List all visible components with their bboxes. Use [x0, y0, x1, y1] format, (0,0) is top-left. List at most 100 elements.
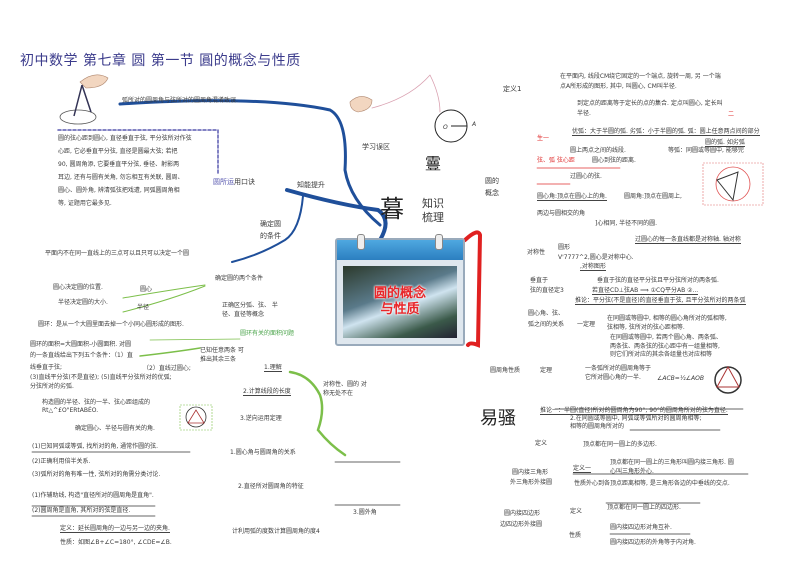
ring-icon: [357, 234, 365, 250]
text-node: 正确区分弧、弦、 半: [222, 302, 278, 309]
mnemonic-line: 等, 证题用它最多见.: [58, 200, 112, 207]
learning-mistakes-label: 学习误区: [362, 143, 390, 151]
separator-lines: [31, 451, 401, 517]
text-node: 圆心到弦的距离.: [592, 157, 636, 164]
text-node: 等弧：同圆或等圆中, 能够完: [668, 147, 744, 154]
text-node: 弦相等, 弦所对的弦心距相等.: [607, 324, 685, 331]
text-node: 3.逆向运用定理: [240, 415, 282, 422]
text-node: 垂直于: [530, 277, 549, 284]
center-calendar-image: 圆的概念 与性质: [335, 234, 465, 346]
text-node: 在同圆或等圆中, 若两个圆心角、两条弧、: [610, 334, 722, 341]
text-node: 圆内接四边形对角互补.: [610, 524, 672, 531]
text-node: 径、直径等概念: [222, 311, 265, 318]
text-node: 构造圆的半径、弦的一半、弦心距组成的: [42, 399, 151, 406]
text-node: 圆上两点之间的线段.: [570, 147, 626, 154]
branch-determine-circle: [231, 195, 304, 263]
char-top: 霻: [425, 154, 442, 173]
text-node: 圆环的面积=大圆面积-小圆面积. 对圆: [30, 341, 132, 348]
text-node: V'7777^2,圆心是对称中心.: [558, 254, 634, 261]
text-node: 圆形: [558, 244, 571, 251]
branch-concept: [463, 230, 483, 348]
text-node: 2.计算线段的长度: [243, 388, 291, 396]
text-node: 确定圆心、半径与圆有关的角.: [75, 425, 155, 432]
text-node: 1.理解: [264, 364, 282, 372]
text-node: 圆心角:顶点在圆心上的角.: [537, 193, 607, 201]
text-node: 定义一: [573, 465, 592, 473]
text-node: 在平面内, 线段CM绕它固定的一个端点, 旋转一周, 另 一个端: [560, 73, 721, 80]
text-node: 弧之间的关系: [528, 321, 565, 328]
mnemonic-line: 圆心、圆外角, 辨清弧弦把戏遭, 同弧圆周角相: [58, 187, 180, 194]
hand-line: [371, 74, 441, 113]
text-node: 性质: [569, 532, 582, 539]
text-node: 顶点都在同一圆上的三角形叫圆内接三角形. 圆: [610, 459, 734, 466]
text-node: 平面内不在同一直线上的三点可以且只可以决定一个圆: [45, 250, 190, 257]
text-node: 定义：延长圆周角的一边与另一边的夹角.: [60, 525, 170, 533]
page-title: 初中数学 第七章 圆 第一节 圓的概念与性质: [20, 53, 301, 69]
text-node: 垂直于弦的直径平分弦且平分弦所对的两条弧.: [597, 277, 719, 284]
text-node: 圆的: [485, 177, 499, 185]
text-node: (1)作辅助线, 构造"直径所对的圆周角是直角".: [32, 492, 154, 499]
text-node: (2)圆周角是直角, 其所对的弦是直径.: [32, 507, 131, 514]
text-node: 圆环：是从一个大圆里面去掉一个小同心圆形成的图形.: [38, 321, 184, 328]
text-node: 半径决定圆的大小.: [58, 299, 108, 306]
text-node: 顶点都在同一圆上的四边形.: [607, 504, 681, 511]
mnemonic-line: 圆的弦心距到圆心, 直径垂直于弦, 平分弦所对作弦: [58, 135, 192, 142]
branch-green-4: [149, 338, 241, 341]
text-node: 心叫三角形外心.: [610, 468, 654, 475]
text-node: 若直径CD⊥弦AB ⟹ ①CQ平分AB ②...: [592, 287, 699, 295]
text-node: 弦、弧 弦心距: [537, 157, 575, 164]
knowledge-label-2: 梳理: [422, 211, 444, 224]
text-node: (3)弧所对的角有唯一性, 弦所对的角需分类讨论.: [32, 471, 161, 478]
text-node: 过圆心的弦.: [570, 173, 602, 180]
text-node: 称无处不在: [323, 390, 354, 397]
inscribed-triangle-diagram: [702, 162, 764, 206]
calendar-title-line-1: 圆的概念: [373, 286, 426, 301]
branch-learning-mistakes: [118, 99, 382, 227]
compass-icon: [59, 74, 109, 125]
text-node: 概念: [485, 189, 499, 197]
hand-icon: [349, 96, 373, 113]
text-node: 推论：平分弦(不是直径)的直径垂直于弦, 且平分弦所对的两条弧: [575, 297, 746, 305]
char-main: 暮: [380, 195, 404, 223]
text-node: 则它们所对应的其余各组量也对应相等: [610, 351, 713, 358]
text-node: (3)直线平分弦(不是直径); (5)直线平分弦所对的优弧;: [30, 374, 172, 381]
text-node: 2.直径所对圆周角的特征: [238, 483, 304, 490]
text-node: 圆的弧. 如劣弧: [705, 139, 745, 147]
rt-triangle-diagram: [179, 404, 213, 431]
text-node: 圆内接三角形: [512, 469, 549, 476]
text-node: 外三角形外接圆: [510, 479, 553, 486]
text-node: 半径.: [577, 110, 591, 117]
branch-green-3: [139, 347, 201, 357]
text-node: (2)正确利用倍半关系.: [32, 458, 91, 465]
text-node: 圆内接四边形: [504, 510, 541, 517]
yisao-label: 易骚: [480, 408, 516, 429]
text-node: 已知任意两条 可: [200, 347, 244, 354]
text-node: 推出其余三条: [200, 356, 237, 363]
text-node: 线垂直于弦;: [30, 364, 63, 371]
text-node: 顶点都在同一圆上的多边形.: [583, 441, 657, 448]
text-node: 一定理: [577, 321, 596, 328]
branch-green-2: [122, 285, 206, 313]
text-node: （2）直线过圆心;: [143, 365, 191, 372]
branch-ability: [285, 188, 388, 242]
text-node: 定义1: [503, 85, 522, 93]
text-node: 弦的直径定3: [530, 287, 564, 294]
text-node: 圆周角:顶点在圆周上,: [624, 193, 682, 200]
dashed-box: [57, 129, 219, 176]
text-node: 确定圆的两个条件: [215, 275, 264, 282]
ring-icon: [435, 234, 443, 250]
text-node: 对称性、圆的 对: [323, 381, 367, 388]
branch-green-1: [122, 284, 206, 299]
mnemonic-line: 心距, 它必垂直平分弦, 直径是圆最大弦; 若把: [58, 148, 178, 155]
text-node: 1.圆心角与圆周角的关系: [230, 449, 296, 456]
circle-oa-diagram: [434, 109, 468, 143]
text-node: 圆心角、弦、: [528, 310, 565, 317]
text-node: 对称性: [527, 249, 546, 256]
text-node: 圆心: [140, 286, 153, 293]
text-node: 到定点的距离等于定长的点的集合. 定点叫圆心, 定长叫: [577, 100, 723, 107]
determine-circle-label-1: 确定圆: [260, 220, 281, 228]
text-node: 性质：如图∠B+∠C=180°, ∠CDE=∠B.: [60, 539, 172, 546]
text-node: ,对称图形: [580, 263, 606, 271]
